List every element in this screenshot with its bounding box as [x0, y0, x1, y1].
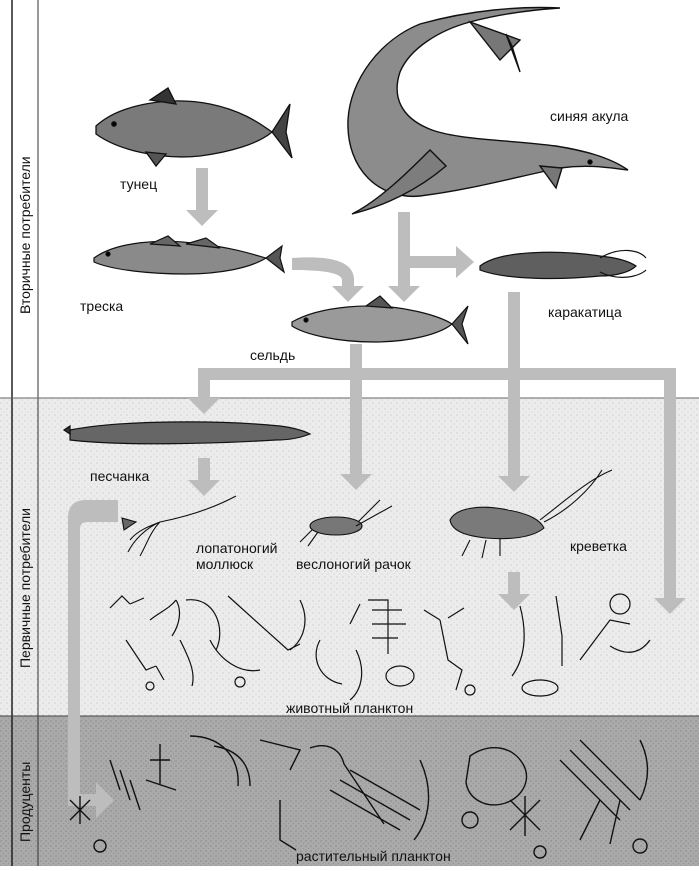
label-sand-eel: песчанка [90, 468, 149, 484]
label-pteropod-line1: лопатоногий [196, 540, 277, 556]
label-shrimp: креветка [570, 538, 627, 554]
label-herring: сельдь [250, 347, 295, 363]
label-pteropod-line2: моллюск [196, 556, 253, 572]
label-cod: треска [80, 298, 123, 314]
label-blue-shark: синяя акула [550, 108, 628, 124]
label-cuttlefish: каракатица [548, 304, 622, 320]
label-zooplankton: животный планктон [286, 700, 413, 716]
sand-eel-illustration [64, 422, 310, 444]
zone-label-producers: Продуценты [17, 762, 33, 842]
label-copepod: веслоногий рачок [296, 556, 411, 572]
label-phytoplankton: растительный планктон [296, 848, 451, 864]
label-tuna: тунец [120, 176, 157, 192]
zone-label-primary: Первичные потребители [17, 508, 33, 668]
zone-label-secondary: Вторичные потребители [17, 156, 33, 314]
